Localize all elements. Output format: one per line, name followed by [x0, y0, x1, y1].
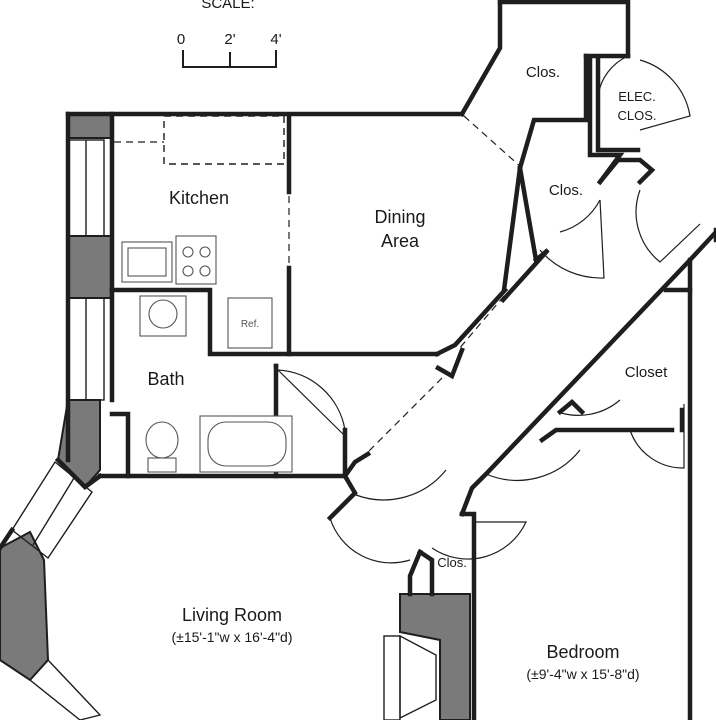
bedroom-label: Bedroom	[546, 642, 619, 662]
bath-label: Bath	[147, 369, 184, 389]
stove-burner-4-icon	[199, 265, 211, 277]
stove-burner-2-icon	[199, 246, 211, 258]
stove-burner-3-icon	[182, 265, 194, 277]
bedroom-dimensions: (±9'-4"w x 15'-8"d)	[526, 666, 639, 682]
toilet-tank	[147, 457, 177, 473]
stove-burner-1-icon	[182, 246, 194, 258]
living-room-label: Living Room	[182, 605, 282, 625]
scale-tick-2: 2'	[224, 31, 235, 48]
room-labels: Kitchen Dining Area Bath Living Room (±1…	[147, 64, 668, 682]
closet-label: Closet	[625, 364, 668, 381]
bathtub-basin	[207, 421, 287, 467]
bath-sink	[148, 299, 178, 329]
scale-tick-4: 4'	[270, 31, 281, 48]
clos-mid-label: Clos.	[549, 182, 583, 199]
clos-top-label: Clos.	[526, 64, 560, 81]
elec-label-line1: ELEC.	[618, 89, 656, 104]
toilet	[145, 421, 179, 459]
kitchen-sink-basin	[127, 247, 167, 277]
kitchen-label: Kitchen	[169, 188, 229, 208]
living-room-dimensions: (±15'-1"w x 16'-4"d)	[171, 629, 292, 645]
dining-label-line1: Dining	[374, 207, 425, 227]
ref-label: Ref.	[241, 319, 259, 330]
dining-label-line2: Area	[381, 231, 420, 251]
refrigerator	[227, 297, 273, 349]
clos-lower-label: Clos.	[437, 555, 467, 570]
scale-bar: SCALE: 0 2' 4'	[177, 0, 282, 68]
scale-tick-0: 0	[177, 31, 185, 48]
elec-label-line2: CLOS.	[617, 108, 656, 123]
scale-title: SCALE:	[201, 0, 254, 12]
doors	[277, 55, 701, 564]
stove	[175, 235, 217, 285]
fixtures: Ref.	[121, 235, 293, 473]
dashed-openings	[114, 115, 523, 461]
